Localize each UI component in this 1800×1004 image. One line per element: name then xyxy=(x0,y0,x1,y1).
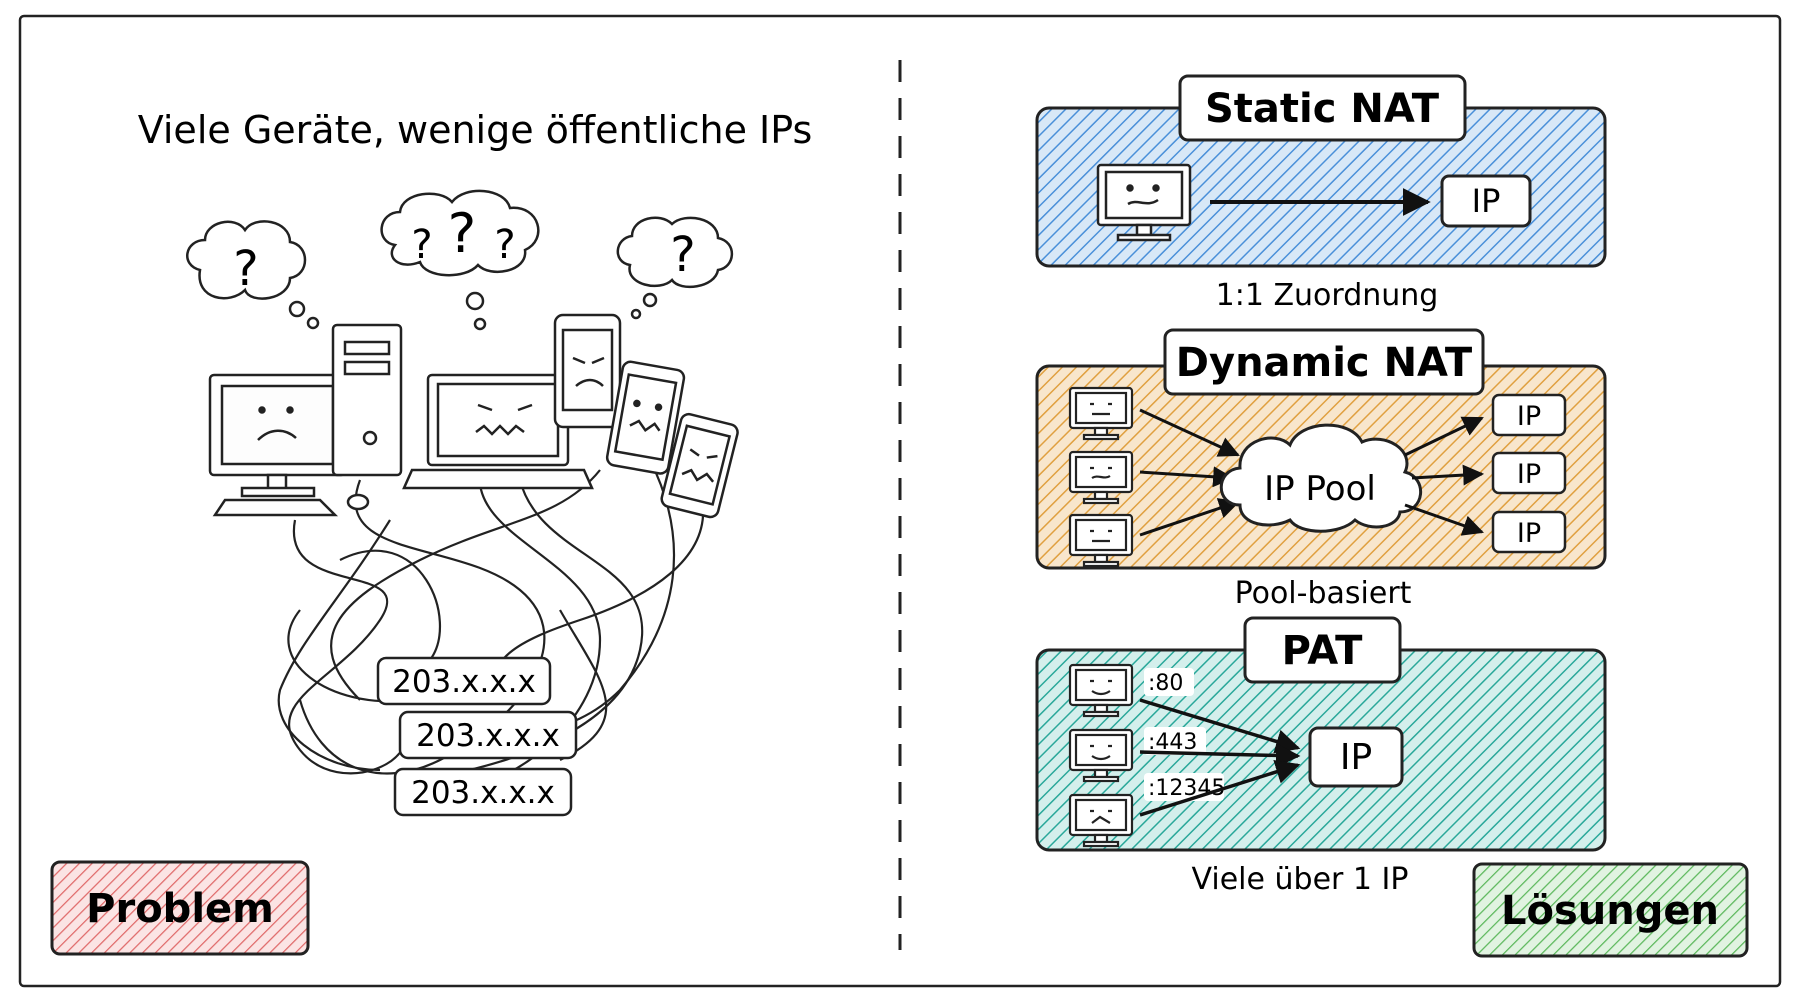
pool-arrow xyxy=(1404,503,1484,536)
computer-icon xyxy=(1068,663,1134,718)
smartphone-icon xyxy=(660,412,739,519)
ip-pool-cloud-icon: IP Pool xyxy=(1219,423,1422,533)
ip-tag: 203.x.x.x xyxy=(393,767,573,817)
pool-arrow xyxy=(1139,466,1235,488)
pool-arrow xyxy=(1404,416,1484,457)
pat-caption: Viele über 1 IP xyxy=(1192,862,1409,897)
dynamic-nat-ip: IP xyxy=(1517,401,1541,432)
question-mark-icon: ? xyxy=(448,202,477,265)
pat-port: :12345 xyxy=(1148,776,1225,801)
question-mark-icon: ? xyxy=(494,222,515,268)
computer-tower-icon xyxy=(331,323,403,477)
port-arrow xyxy=(1139,759,1301,817)
question-mark-icon: ? xyxy=(233,241,258,297)
dynamic-nat-panel: Dynamic NAT IP Pool xyxy=(1035,328,1607,570)
outer-frame xyxy=(18,14,1782,988)
ip-tag: 203.x.x.x xyxy=(376,656,552,706)
problem-title: Viele Geräte, wenige öffentliche IPs xyxy=(138,108,813,152)
pat-panel: PAT :80 :443 :12345 xyxy=(1035,616,1607,852)
thought-cloud-left xyxy=(186,220,320,330)
smartphone-icon xyxy=(553,313,622,429)
thought-cloud-center xyxy=(380,189,540,331)
static-nat-ip: IP xyxy=(1472,182,1501,220)
port-arrow xyxy=(1139,698,1301,754)
ip-tag-label: 203.x.x.x xyxy=(392,664,536,700)
static-nat-title: Static NAT xyxy=(1205,86,1440,132)
question-mark-icon: ? xyxy=(411,222,432,268)
ip-pool-label: IP Pool xyxy=(1264,469,1376,509)
static-nat-caption: 1:1 Zuordnung xyxy=(1216,278,1439,313)
solutions-badge-label: Lösungen xyxy=(1501,888,1719,934)
dynamic-nat-ip: IP xyxy=(1517,518,1541,549)
computer-icon xyxy=(1096,163,1192,242)
computer-icon xyxy=(1068,386,1134,441)
pool-arrow xyxy=(1139,498,1240,537)
computer-icon xyxy=(1068,450,1134,505)
dynamic-nat-ip: IP xyxy=(1517,459,1541,490)
port-arrow xyxy=(1139,743,1301,768)
pat-ip: IP xyxy=(1340,737,1372,778)
problem-badge: Problem xyxy=(50,860,310,956)
ip-tag: 203.x.x.x xyxy=(398,710,578,760)
smartphone-icon xyxy=(605,360,686,475)
pat-title: PAT xyxy=(1282,628,1363,674)
question-mark-icon: ? xyxy=(670,227,695,283)
computer-icon xyxy=(1068,793,1134,848)
static-nat-panel: Static NAT IP xyxy=(1035,74,1607,268)
computer-icon xyxy=(1068,728,1134,783)
pat-port: :80 xyxy=(1148,671,1183,696)
pool-arrow xyxy=(1139,408,1240,457)
ip-tag-label: 203.x.x.x xyxy=(416,718,560,754)
ip-tag-label: 203.x.x.x xyxy=(411,775,555,811)
pool-arrow xyxy=(1411,464,1485,486)
thought-cloud-right xyxy=(616,216,734,320)
laptop-icon xyxy=(402,373,594,490)
dynamic-nat-caption: Pool-basiert xyxy=(1235,576,1412,611)
dynamic-nat-title: Dynamic NAT xyxy=(1176,340,1473,386)
solutions-badge: Lösungen xyxy=(1472,862,1749,958)
problem-badge-label: Problem xyxy=(86,886,274,932)
computer-icon xyxy=(1068,513,1134,568)
